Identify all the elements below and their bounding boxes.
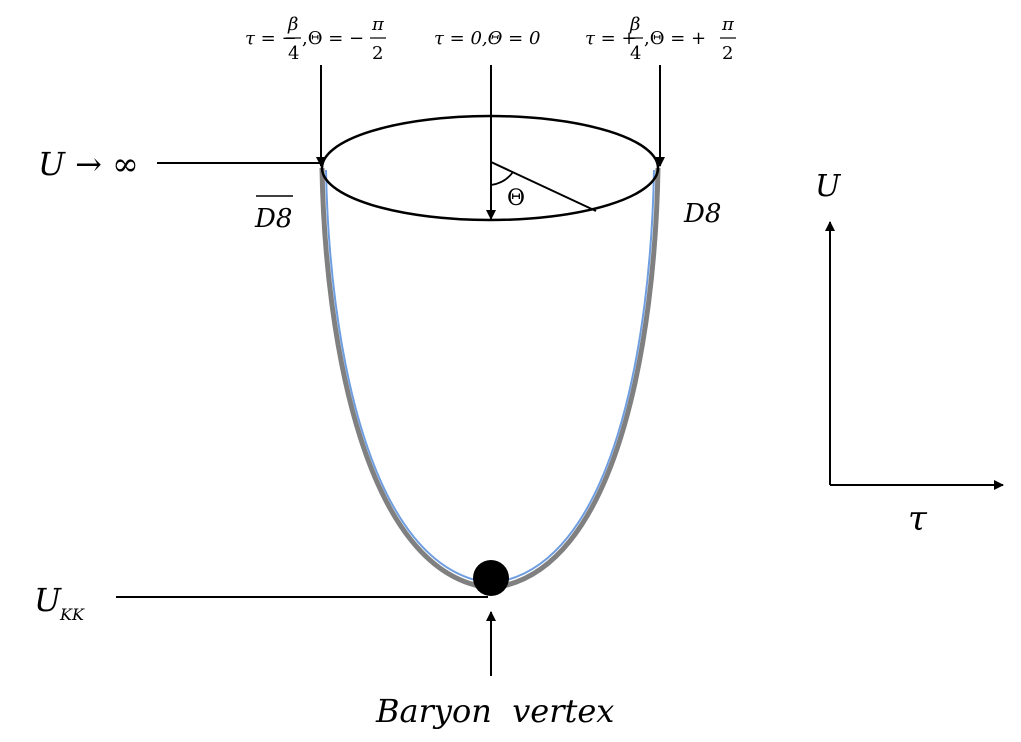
right-theta-text: ,Θ = + [644, 28, 706, 49]
baryon-vertex-label: Baryon vertex [375, 692, 614, 730]
d8-label: D8 [683, 199, 721, 229]
baryon-vertex-dot [473, 560, 509, 596]
right-beta-numerator: β [629, 14, 640, 35]
u-kk-label: U [34, 581, 62, 619]
d8-brane-curve-blue [325, 169, 655, 585]
u-kk-subscript: KK [59, 605, 85, 624]
right-tau-text: τ = + [585, 28, 637, 49]
left-beta-denominator: 4 [288, 43, 299, 64]
left-beta-numerator: β [287, 14, 298, 35]
theta-ray [490, 161, 597, 212]
left-pi-numerator: π [371, 14, 385, 35]
theta-label: Θ [507, 186, 525, 211]
d8-bar-label: D8 [254, 204, 292, 234]
u-infinity-label: U → ∞ [38, 145, 139, 183]
left-tau-text: τ = − [245, 28, 297, 49]
theta-arc [490, 171, 514, 186]
right-pi-numerator: π [721, 14, 735, 35]
label-center-boundary: τ = 0,Θ = 0 [434, 28, 540, 49]
d8-brane-curve-gray [319, 167, 661, 591]
right-beta-denominator: 4 [630, 43, 641, 64]
tau-axis-label: τ [908, 499, 928, 539]
label-right-boundary: τ = + β 4 ,Θ = + π 2 [585, 14, 736, 64]
right-pi-denominator: 2 [722, 43, 733, 64]
label-left-boundary: τ = − β 4 ,Θ = − π 2 [245, 14, 386, 64]
left-theta-text: ,Θ = − [302, 28, 364, 49]
u-axis-label: U [815, 169, 842, 204]
left-pi-denominator: 2 [372, 43, 383, 64]
